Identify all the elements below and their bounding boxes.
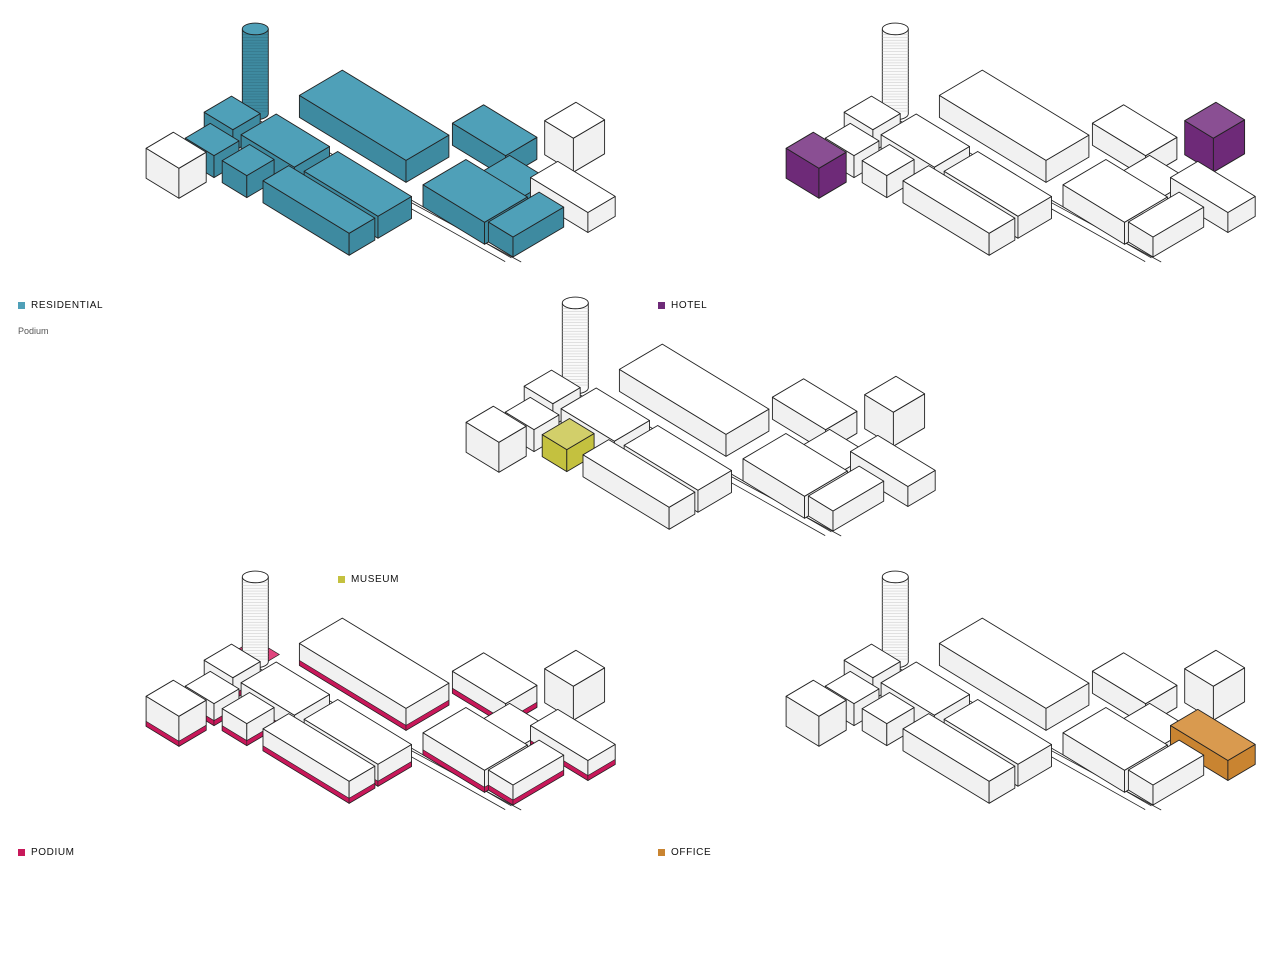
hotel-massing: [785, 22, 1256, 263]
block-south-curve: [1127, 191, 1205, 258]
tower: [881, 22, 909, 121]
block-east-end: [544, 649, 606, 721]
podium-swatch: [18, 849, 25, 856]
tower: [561, 296, 589, 395]
block-w-mid-1: [861, 144, 915, 199]
hotel-swatch: [658, 302, 665, 309]
block-east-end: [1184, 101, 1246, 173]
diagram-museum: [460, 296, 936, 660]
podium-band: [145, 720, 207, 747]
block-w-low: [902, 165, 1016, 256]
museum-label: MUSEUM: [351, 574, 400, 585]
office-label: OFFICE: [671, 847, 712, 858]
block-w-low: [262, 165, 376, 256]
block-w-low: [902, 713, 1016, 804]
residential-sublabel: Podium: [18, 326, 49, 336]
block-south-curve: [1127, 739, 1205, 806]
block-east-end: [1184, 649, 1246, 721]
block-south-curve: [487, 191, 565, 258]
diagram-office: [780, 570, 1256, 934]
block-west-end: [785, 679, 847, 747]
block-east-long: [938, 69, 1090, 183]
diagram-residential: [140, 22, 616, 386]
podium-label: PODIUM: [31, 847, 75, 858]
podium-massing: [145, 570, 616, 811]
podium-band: [262, 745, 376, 804]
block-w-low: [582, 439, 696, 530]
legend-residential: RESIDENTIAL: [18, 300, 103, 311]
block-east-end: [544, 101, 606, 173]
legend-podium: PODIUM: [18, 847, 75, 858]
block-west-end: [145, 679, 207, 747]
block-w-mid-1: [541, 418, 595, 473]
podium-band: [299, 659, 450, 731]
residential-label: RESIDENTIAL: [31, 300, 104, 311]
diagram-hotel: [780, 22, 1256, 386]
museum-massing: [465, 296, 936, 537]
block-east-2: [771, 378, 858, 453]
block-w-low: [262, 713, 376, 804]
podium-band: [488, 769, 565, 806]
block-w-mid-1: [861, 692, 915, 747]
residential-swatch: [18, 302, 25, 309]
block-east-end: [864, 375, 926, 447]
hotel-label: HOTEL: [671, 300, 708, 311]
block-east-long: [618, 343, 770, 457]
legend-office: OFFICE: [658, 847, 711, 858]
legend-museum: MUSEUM: [338, 574, 399, 585]
block-east-long: [298, 69, 450, 183]
block-west-end: [785, 131, 847, 199]
diagram-podium: [140, 570, 616, 934]
block-west-end: [145, 131, 207, 199]
residential-massing: [145, 22, 616, 263]
block-w-mid-1: [221, 692, 275, 747]
block-east-2: [1091, 652, 1178, 727]
tower: [241, 22, 269, 121]
office-massing: [785, 570, 1256, 811]
block-east-long: [938, 617, 1090, 731]
block-west-end: [465, 405, 527, 473]
legend-hotel: HOTEL: [658, 300, 707, 311]
office-swatch: [658, 849, 665, 856]
block-east-long: [298, 617, 450, 731]
block-south-curve: [807, 465, 885, 532]
museum-swatch: [338, 576, 345, 583]
